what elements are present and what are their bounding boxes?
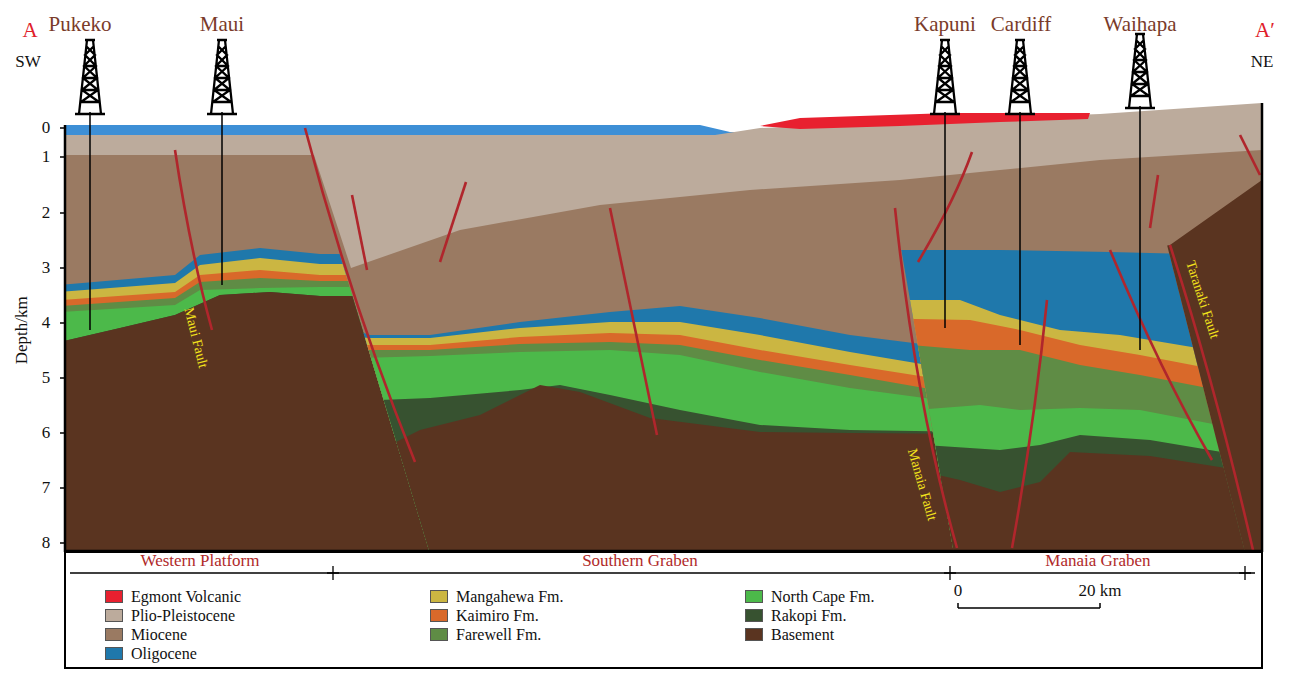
depth-tick-label: 8 (42, 534, 51, 553)
legend-swatch (430, 628, 448, 641)
legend-text: Farewell Fm. (456, 626, 541, 644)
well-name: Pukeko (49, 13, 112, 36)
legend-text: Egmont Volcanic (131, 588, 241, 606)
legend-swatch (430, 590, 448, 603)
depth-tick-label: 3 (42, 259, 51, 278)
axis-title: Depth/km (13, 296, 32, 364)
legend-text: Kaimiro Fm. (456, 607, 539, 625)
legend-swatch (105, 609, 123, 622)
legend-text: Mangahewa Fm. (456, 588, 564, 606)
legend-text: Rakopi Fm. (771, 607, 847, 625)
legend-text: Basement (771, 626, 834, 644)
depth-tick-label: 6 (42, 424, 51, 443)
depth-tick-label: 7 (42, 479, 51, 498)
well-name: Maui (200, 13, 244, 36)
strata (65, 103, 1262, 550)
direction-label: NE (1251, 53, 1274, 72)
mangahewa-layer (250, 322, 970, 550)
region-label: Western Platform (140, 552, 259, 571)
well-name: Kapuni (914, 13, 976, 36)
well-name: Cardiff (991, 13, 1051, 36)
depth-tick-label: 2 (42, 204, 51, 223)
well-name: Waihapa (1104, 13, 1177, 36)
legend-text: Oligocene (131, 645, 197, 663)
north-cape-layer (250, 350, 970, 550)
basement-layer (250, 385, 970, 550)
scale-label: 20 km (1079, 582, 1122, 601)
farewell-layer (250, 342, 970, 550)
region-label: Manaia Graben (1045, 552, 1150, 571)
north-cape-layer (850, 405, 1262, 550)
well-tracks (90, 106, 1140, 350)
derricks (75, 34, 1155, 114)
fault-lines (175, 128, 1262, 550)
scale-label: 0 (954, 582, 963, 601)
rakopi-layer (250, 385, 970, 550)
section-end-label: A (22, 19, 37, 42)
depth-tick-label: 4 (42, 314, 51, 333)
legend-swatch (105, 647, 123, 660)
legend-swatch (105, 590, 123, 603)
depth-tick-label: 5 (42, 369, 51, 388)
depth-tick-label: 1 (42, 148, 51, 167)
basement-block (1100, 170, 1262, 550)
oligocene-layer (850, 250, 1262, 550)
frame (60, 103, 1262, 668)
oligocene-layer (250, 306, 970, 550)
legend-swatch (745, 609, 763, 622)
legend-swatch (105, 628, 123, 641)
legend-swatch (745, 590, 763, 603)
legend-swatch (430, 609, 448, 622)
legend-text: North Cape Fm. (771, 588, 875, 606)
rakopi-layer (850, 435, 1262, 550)
legend-text: Plio-Pleistocene (131, 607, 235, 625)
legend-swatch (745, 628, 763, 641)
kaimiro-layer (250, 333, 970, 550)
direction-label: SW (15, 53, 41, 72)
region-label: Southern Graben (582, 552, 698, 571)
section-end-label: A′ (1255, 19, 1275, 42)
volcanic-cover (760, 113, 1090, 129)
depth-tick-label: 0 (42, 119, 51, 138)
legend-text: Miocene (131, 626, 187, 644)
